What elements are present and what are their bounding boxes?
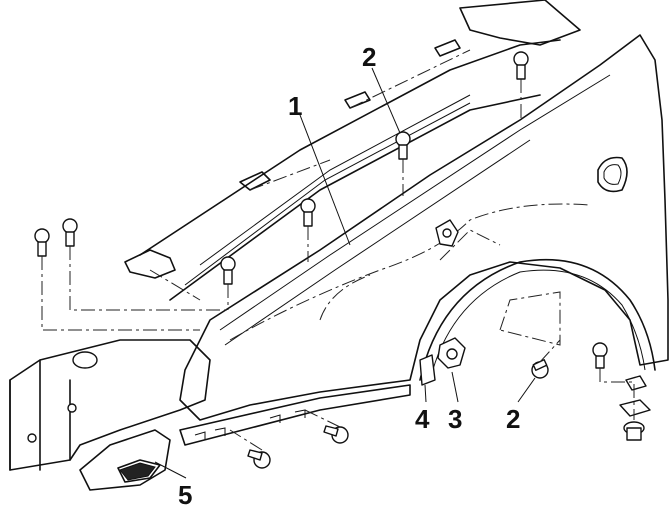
lower-sill-strip [179, 384, 411, 446]
front-bracket [79, 429, 171, 491]
callout-2-bottom: 2 [506, 404, 520, 434]
bolt-icon-bottom-right [623, 421, 645, 441]
bolt-icon-rail-3 [395, 131, 411, 160]
upper-mounting-rail [124, 39, 461, 279]
bolt-icon-rail-2 [300, 198, 316, 227]
callout-4: 4 [415, 404, 430, 434]
bolt-icon-left-1 [34, 228, 50, 257]
clip-nut-upper [435, 219, 459, 247]
hood-panel [139, 0, 581, 301]
callout-5: 5 [178, 480, 192, 510]
fender-panel [179, 34, 669, 421]
callout-1: 1 [288, 91, 302, 121]
inner-liner-outline [229, 203, 591, 346]
bolt-icon-left-2 [62, 218, 78, 247]
bolt-icon-rail-1 [220, 256, 236, 285]
washer-plate-right [619, 375, 651, 417]
bolt-icon-rail-4 [513, 51, 529, 80]
clip-nut-3 [437, 337, 466, 369]
callout-2-top: 2 [362, 42, 376, 72]
bolt-icon-arch-2 [531, 359, 549, 379]
bolt-icon-sill-2 [323, 425, 349, 444]
callout-leaders [154, 67, 536, 479]
front-structure [9, 339, 211, 471]
spacer-4 [419, 354, 436, 386]
bolt-icon-arch-right [592, 342, 608, 369]
bolt-icon-sill-1 [247, 449, 271, 469]
callout-3: 3 [448, 404, 462, 434]
assembly-lines [41, 49, 635, 451]
